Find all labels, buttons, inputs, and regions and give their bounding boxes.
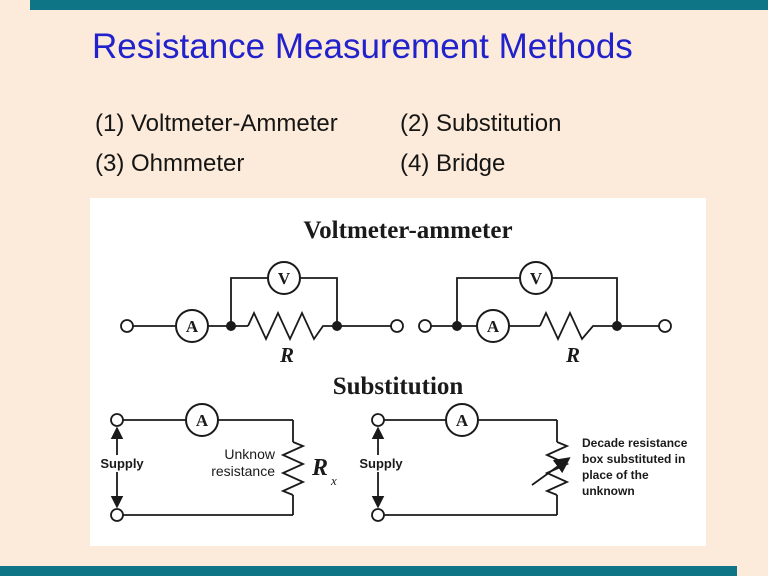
- ammeter-circle: [476, 309, 510, 343]
- substitution-circuit-right: A Supply Decade resistance box substitut…: [352, 403, 688, 522]
- top-accent-bar: [30, 0, 768, 10]
- terminal-left: [120, 319, 134, 333]
- supply-label: Supply: [100, 456, 144, 471]
- voltmeter-label: V: [278, 269, 291, 288]
- ammeter: A: [175, 309, 209, 343]
- ammeter-label: A: [186, 317, 199, 336]
- voltmeter-label: V: [530, 269, 543, 288]
- method-item-voltmeter-ammeter: (1) Voltmeter-Ammeter: [95, 110, 338, 137]
- method-item-ohmmeter: (3) Ohmmeter: [95, 150, 245, 177]
- voltmeter-circle: [519, 261, 553, 295]
- resistor-symbol: [280, 441, 306, 496]
- junction-node: [452, 321, 462, 331]
- ammeter: A: [445, 403, 479, 437]
- voltmeter-ammeter-circuit-right: A V R: [418, 261, 672, 367]
- variable-resistor-symbol: [544, 441, 570, 496]
- ammeter-circle: [175, 309, 209, 343]
- slide-title: Resistance Measurement Methods: [92, 27, 633, 66]
- ammeter-circle: [185, 403, 219, 437]
- circuit-figure-panel: Voltmeter-ammeter A V R: [90, 198, 706, 546]
- voltmeter-branch-right: [552, 277, 618, 326]
- rx-label: R x: [311, 455, 337, 488]
- supply-label-mask: [352, 455, 408, 472]
- resistor-label: R: [279, 343, 294, 367]
- supply-label-mask: [96, 455, 148, 472]
- terminal-right: [390, 319, 404, 333]
- terminal-bottom: [371, 508, 385, 522]
- annotation-line-3: place of the: [582, 468, 649, 482]
- voltmeter-circle: [267, 261, 301, 295]
- ammeter-label: A: [487, 317, 500, 336]
- circuit-loop-wire: [123, 419, 294, 516]
- resistor-symbol: [247, 310, 330, 342]
- substitution-circuit-left: A Supply Unknow resistance R x: [96, 403, 337, 522]
- supply-label: Supply: [359, 456, 403, 471]
- unknown-resistance-label-line1: Unknow: [224, 446, 275, 462]
- terminal-bottom: [110, 508, 124, 522]
- ammeter-circle: [445, 403, 479, 437]
- terminal-left: [418, 319, 432, 333]
- voltmeter-ammeter-heading: Voltmeter-ammeter: [303, 217, 512, 244]
- annotation-line-2: box substituted in: [582, 452, 685, 466]
- ammeter-label: A: [196, 411, 209, 430]
- annotation-line-1: Decade resistance: [582, 436, 688, 450]
- circuit-figure: Voltmeter-ammeter A V R: [96, 217, 688, 522]
- decade-box-annotation: Decade resistance box substituted in pla…: [582, 436, 688, 498]
- voltmeter-ammeter-circuit-left: A V R: [120, 261, 404, 367]
- method-item-substitution: (2) Substitution: [400, 110, 562, 137]
- annotation-line-4: unknown: [582, 484, 635, 498]
- terminal-top: [371, 413, 385, 427]
- voltmeter-branch-left: [456, 277, 520, 326]
- ammeter: A: [476, 309, 510, 343]
- terminal-top: [110, 413, 124, 427]
- variable-resistor-arrow: [531, 457, 571, 486]
- voltmeter: V: [267, 261, 301, 295]
- voltmeter-branch-right: [300, 277, 338, 326]
- resistor-symbol: [539, 310, 600, 342]
- junction-node: [332, 321, 342, 331]
- rx-label-subscript: x: [330, 473, 337, 488]
- rx-label-main: R: [311, 455, 328, 481]
- resistor-label: R: [565, 343, 580, 367]
- voltmeter: V: [519, 261, 553, 295]
- ammeter-label: A: [456, 411, 469, 430]
- terminal-right: [658, 319, 672, 333]
- substitution-heading: Substitution: [333, 373, 464, 400]
- bottom-accent-bar: [0, 566, 737, 576]
- junction-node: [226, 321, 236, 331]
- voltmeter-branch-left: [230, 277, 268, 326]
- unknown-resistance-label-line2: resistance: [211, 463, 275, 479]
- junction-node: [612, 321, 622, 331]
- ammeter: A: [185, 403, 219, 437]
- circuit-loop-wire: [384, 419, 558, 516]
- method-item-bridge: (4) Bridge: [400, 150, 506, 177]
